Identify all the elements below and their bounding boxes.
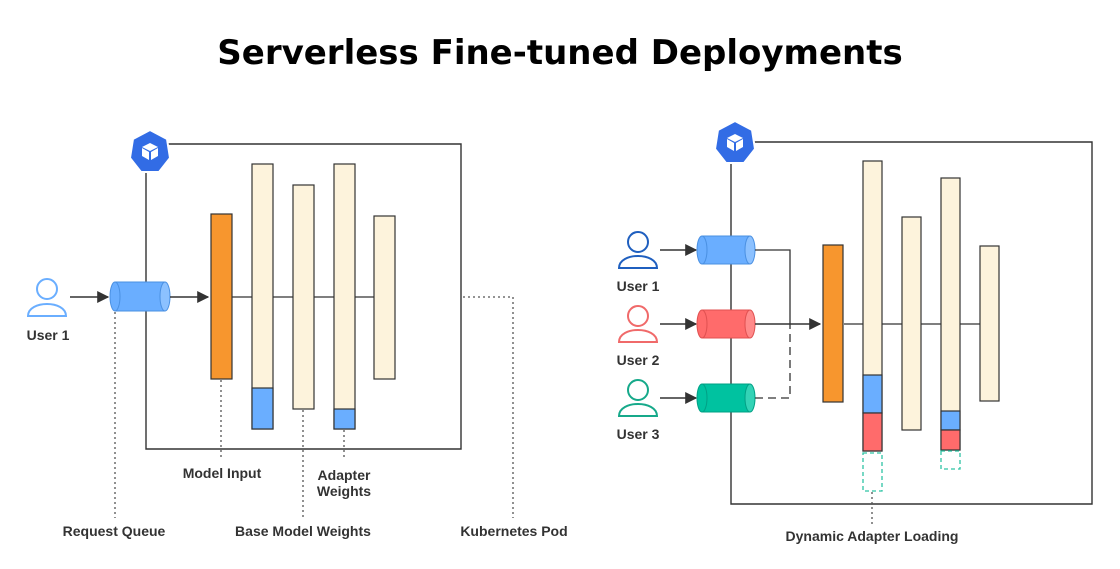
base-model-layer — [292, 184, 315, 410]
user-icon — [26, 278, 68, 317]
adapter-block — [940, 410, 961, 431]
request-queue-label: Request Queue — [63, 523, 166, 539]
base-model-layer — [901, 216, 922, 431]
user-icon — [617, 379, 659, 417]
base-model-layer — [940, 177, 961, 451]
request-queue-cylinder — [109, 281, 171, 312]
queue-cylinder — [696, 309, 756, 339]
user-label: User 1 — [27, 327, 70, 343]
adapter-block — [862, 374, 883, 414]
model-input-label: Model Input — [183, 465, 262, 481]
model-input-layer — [822, 244, 844, 403]
kubernetes-icon — [128, 128, 172, 173]
base-model-layer — [373, 215, 396, 380]
base-model-weights-label: Base Model Weights — [235, 523, 371, 539]
adapter-block — [940, 429, 961, 451]
route-line — [755, 249, 791, 324]
adapter-weights-label-line2: Weights — [317, 483, 371, 499]
adapter-slot-dashed — [940, 450, 961, 470]
pod-container — [145, 143, 462, 450]
leader-lines — [114, 296, 514, 518]
adapter-slot-dashed — [862, 452, 883, 492]
base-model-layer — [979, 245, 1000, 402]
adapter-weights-label-line1: Adapter — [318, 467, 371, 483]
route-line-dashed — [755, 324, 791, 399]
queue-cylinder — [696, 235, 756, 265]
base-model-layer — [333, 163, 356, 430]
user-icon — [617, 305, 659, 343]
adapter-block — [862, 412, 883, 452]
adapter-block — [333, 408, 356, 430]
kubernetes-icon — [713, 119, 757, 164]
kubernetes-pod-label: Kubernetes Pod — [460, 523, 567, 539]
user-icon — [617, 231, 659, 269]
user-label: User 1 — [617, 278, 660, 294]
adapter-block — [251, 387, 274, 430]
right-panel: User 1 User 2 User 3 — [617, 119, 1093, 544]
model-input-layer — [210, 213, 233, 380]
queue-cylinder — [696, 383, 756, 413]
user-label: User 2 — [617, 352, 660, 368]
page-title: Serverless Fine-tuned Deployments — [217, 33, 902, 73]
left-panel: User 1 Model Input — [26, 128, 568, 539]
user-label: User 3 — [617, 426, 660, 442]
dynamic-adapter-loading-label: Dynamic Adapter Loading — [786, 528, 959, 544]
